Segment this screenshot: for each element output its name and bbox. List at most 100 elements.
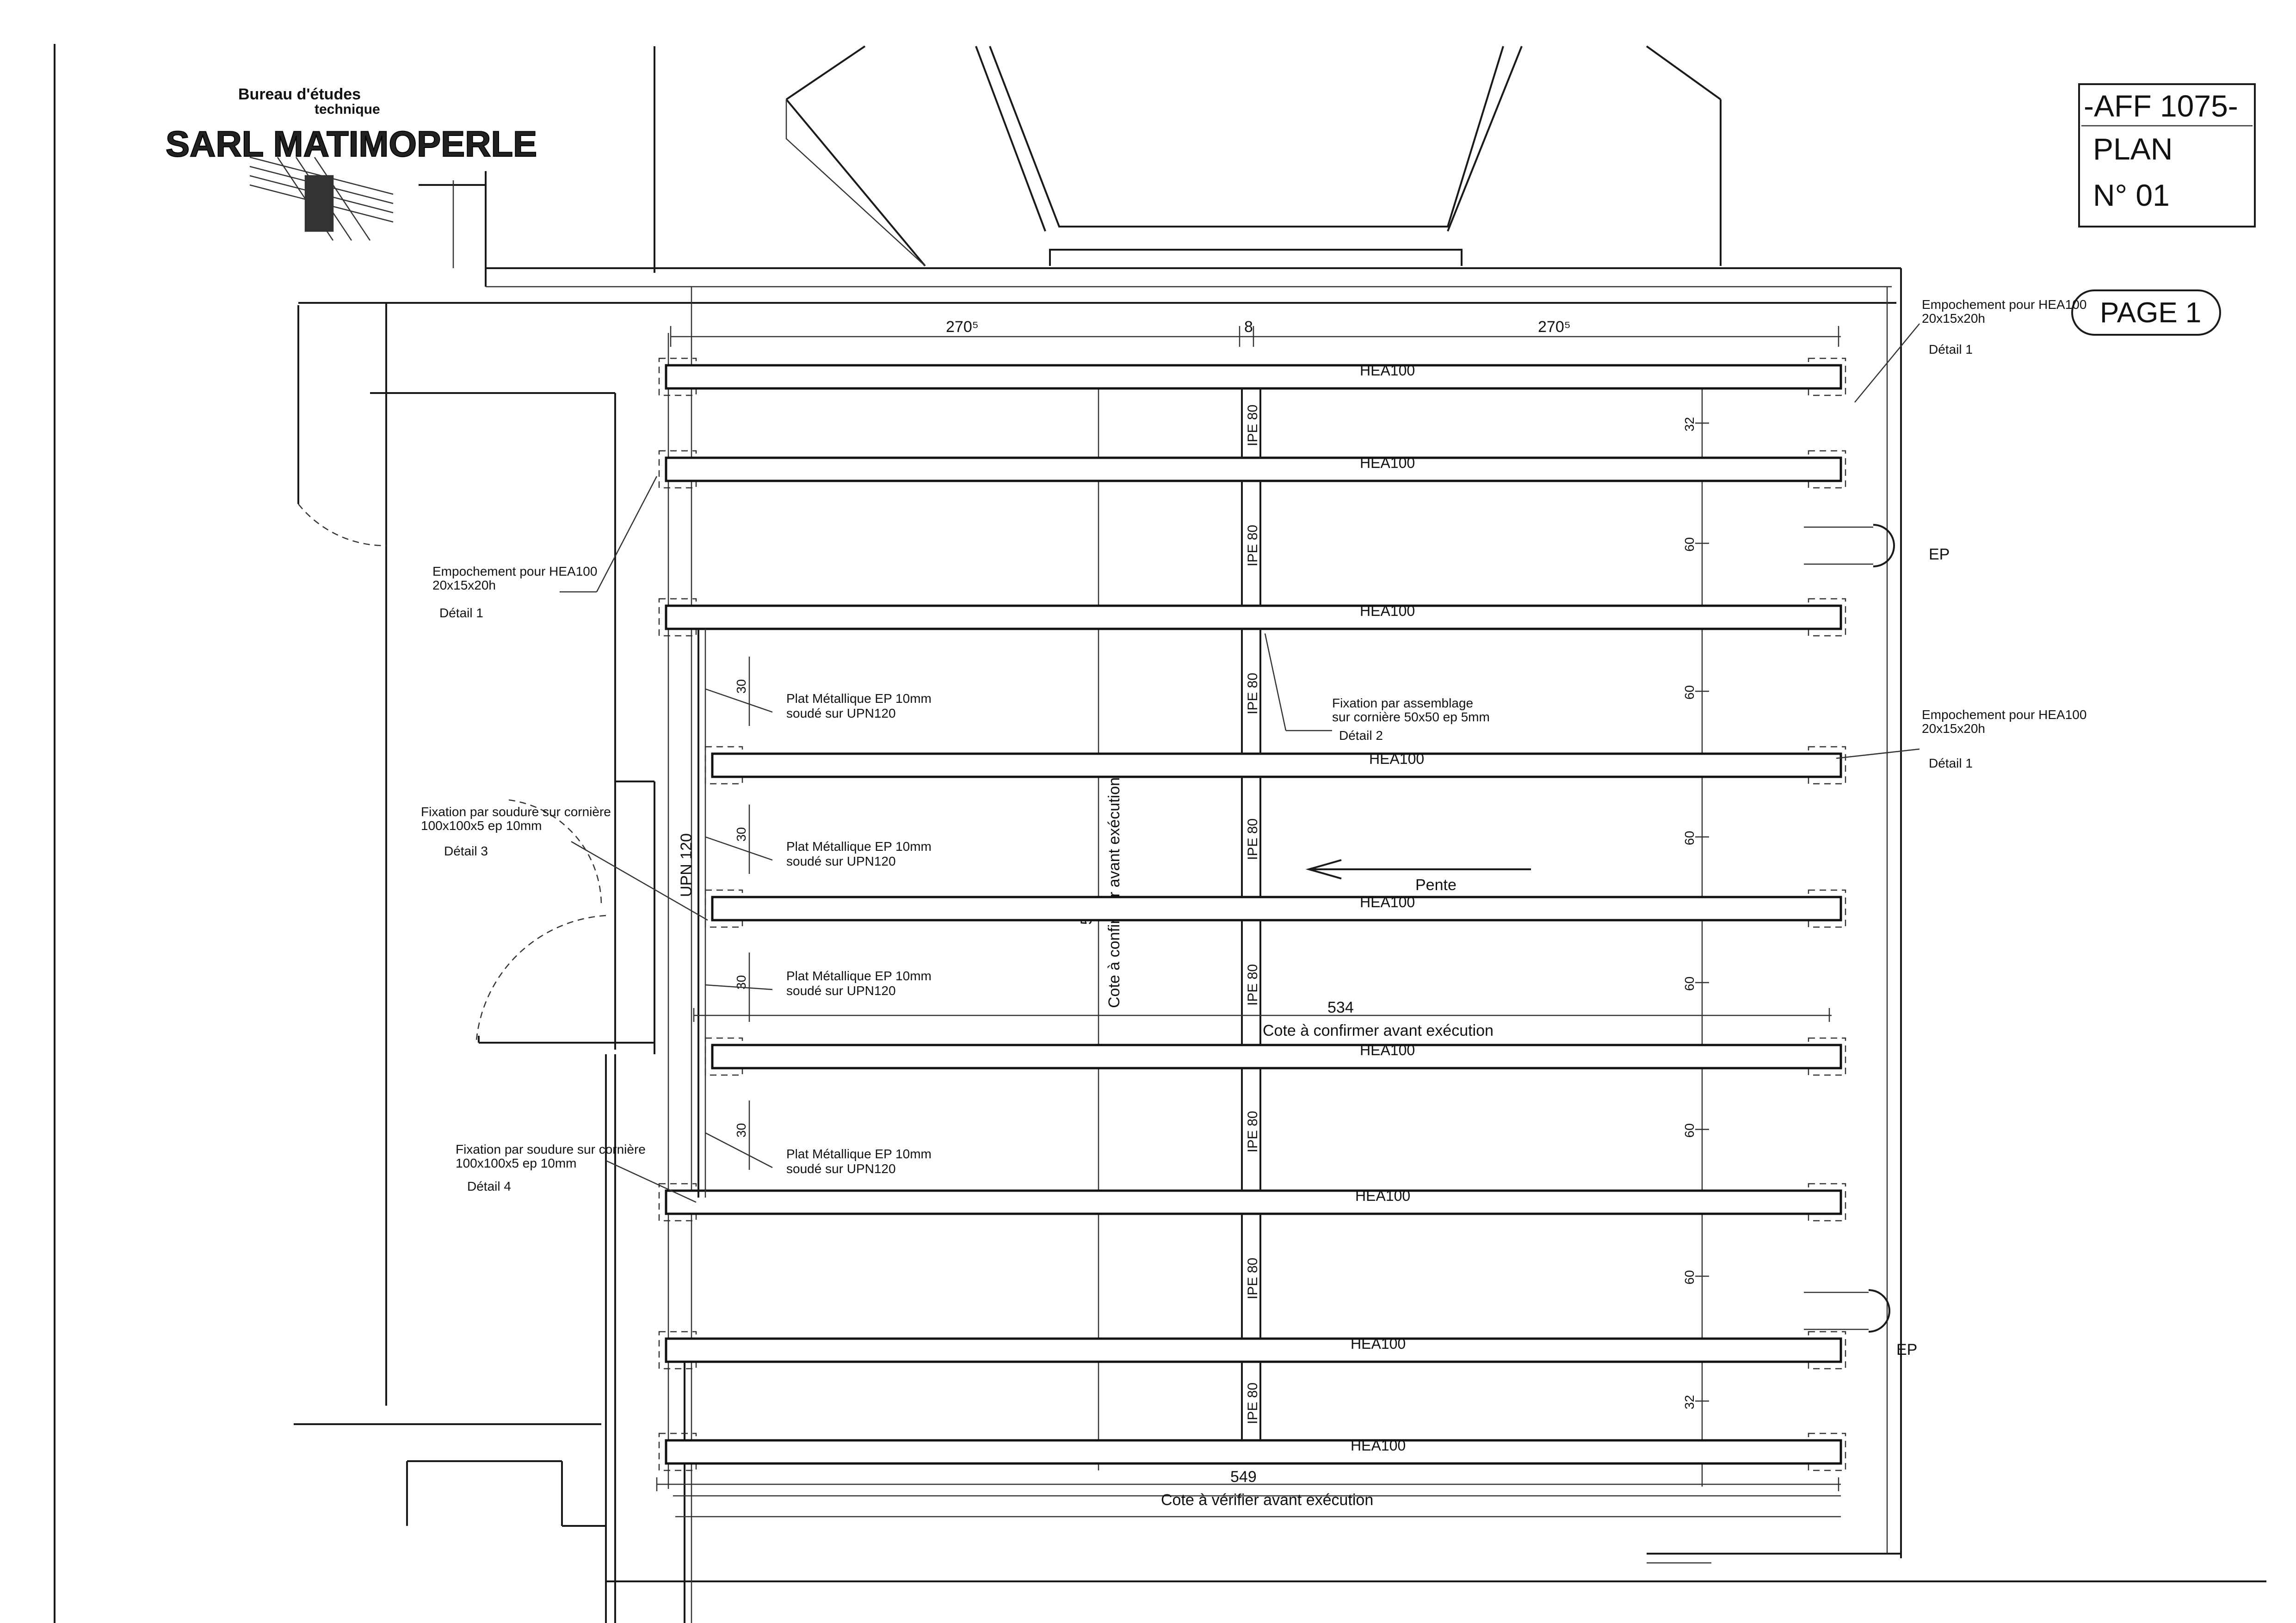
upn-label: UPN 120 xyxy=(678,833,695,897)
title-plan: PLAN xyxy=(2093,132,2173,166)
logo-line1: Bureau d'études xyxy=(238,86,361,103)
dim-534-note: Cote à confirmer avant exécution xyxy=(1263,1022,1494,1039)
ipe80-joist: IPE 80 xyxy=(1241,481,1261,606)
hea100-beam: HEA100 xyxy=(704,889,1846,928)
dim-534: 534 xyxy=(1327,999,1354,1016)
frame xyxy=(667,333,1841,1518)
ipe-label: IPE 80 xyxy=(1245,1258,1260,1299)
weld3-l1: Fixation par soudure sur cornière xyxy=(421,805,611,819)
empoch-mr-title: Empochement pour HEA100 xyxy=(1922,707,2086,722)
beam-label: HEA100 xyxy=(1351,1335,1406,1352)
beam-body xyxy=(711,752,1842,778)
ipe80-joist: IPE 80 xyxy=(1241,920,1261,1045)
downpipe-top: EP xyxy=(1804,524,1950,567)
beam-label: HEA100 xyxy=(1351,1437,1406,1454)
spacing-label: 32 xyxy=(1682,417,1697,431)
weld4-l1: Fixation par soudure sur cornière xyxy=(456,1142,646,1156)
weld4-l2: 100x100x5 ep 10mm xyxy=(456,1156,577,1170)
plate-l1: Plat Métallique EP 10mm xyxy=(786,969,932,983)
dim-514-note: Cote à confirmer avant exécution xyxy=(1105,777,1123,1008)
beam-label: HEA100 xyxy=(1360,602,1415,619)
dim-549-note: Cote à vérifier avant exécution xyxy=(1161,1491,1373,1509)
plate-spacing: 30 xyxy=(734,827,748,842)
ep-label-bottom: EP xyxy=(1896,1341,1917,1359)
plate-l2: soudé sur UPN120 xyxy=(786,854,896,868)
beam-label: HEA100 xyxy=(1355,1187,1410,1204)
plate-l1: Plat Métallique EP 10mm xyxy=(786,691,932,706)
beam-body xyxy=(711,1044,1842,1070)
ipe80-joist: IPE 80 xyxy=(1241,1362,1261,1440)
hea100-beam: HEA100 xyxy=(658,357,1846,396)
beam-body xyxy=(665,604,1842,630)
ipe-label: IPE 80 xyxy=(1245,964,1260,1006)
hea100-beam: HEA100 xyxy=(658,598,1846,637)
title-ref: -AFF 1075- xyxy=(2084,89,2238,123)
spacing-label: 60 xyxy=(1682,1123,1697,1137)
ep-label-top: EP xyxy=(1929,546,1950,563)
ipe80-joist: IPE 80 xyxy=(1241,388,1261,458)
dim-top-mid: 8 xyxy=(1244,318,1253,336)
page-badge: PAGE 1 xyxy=(2071,289,2221,336)
ipe-label: IPE 80 xyxy=(1245,1111,1260,1152)
top-dimensions: 270⁵ 8 270⁵ xyxy=(670,318,1841,347)
plate-l2: soudé sur UPN120 xyxy=(786,984,896,998)
weld4-detail: Détail 4 xyxy=(467,1179,511,1193)
spacing-label: 60 xyxy=(1682,831,1697,845)
hea100-beam: HEA100 xyxy=(704,1037,1846,1076)
beam-body xyxy=(665,1337,1842,1363)
hea100-beam: HEA100 xyxy=(704,746,1846,785)
empoch-tr-title: Empochement pour HEA100 xyxy=(1922,297,2086,312)
assembly-l1: Fixation par assemblage xyxy=(1332,696,1473,710)
beam-label: HEA100 xyxy=(1360,894,1415,910)
plate-l2: soudé sur UPN120 xyxy=(786,706,896,720)
empoch-left-detail: Détail 1 xyxy=(439,606,483,620)
hea100-beam: HEA100 xyxy=(658,1432,1846,1471)
empoch-mr-detail: Détail 1 xyxy=(1929,756,1973,770)
spacing-label: 60 xyxy=(1682,685,1697,700)
ipe80-joist: IPE 80 xyxy=(1241,629,1261,754)
hea100-beams: HEA100HEA100HEA100HEA100HEA100HEA100HEA1… xyxy=(658,357,1846,1471)
right-dimension-chain: 1032106010601060106010601060103210 xyxy=(1682,370,1709,1487)
spacing-label: 60 xyxy=(1682,1270,1697,1285)
ipe-label: IPE 80 xyxy=(1245,1383,1260,1424)
slope-indicator: Pente xyxy=(1305,859,1531,894)
building-outline xyxy=(54,44,2266,1623)
ipe80-joists: IPE 80 IPE 80 IPE 80 IPE 80 IPE 80 IPE 80 IPE … xyxy=(1241,388,1261,1440)
plate-l1: Plat Métallique EP 10mm xyxy=(786,839,932,854)
annotation-weld-3: Fixation par soudure sur cornière 100x10… xyxy=(421,805,708,921)
empoch-left-dims: 20x15x20h xyxy=(432,578,496,592)
ipe-label: IPE 80 xyxy=(1245,405,1260,446)
hea100-beam: HEA100 xyxy=(658,1331,1846,1370)
weld3-l2: 100x100x5 ep 10mm xyxy=(421,818,542,833)
title-block: -AFF 1075- PLAN N° 01 xyxy=(2078,83,2256,227)
ipe-label: IPE 80 xyxy=(1245,673,1260,714)
plate-l2: soudé sur UPN120 xyxy=(786,1162,896,1176)
annotation-empochement-top-right: Empochement pour HEA100 20x15x20h Détail… xyxy=(1854,297,2086,403)
beam-body xyxy=(665,1439,1842,1465)
ipe80-joist: IPE 80 xyxy=(1241,1214,1261,1339)
logo-company: SARL MATIMOPERLE xyxy=(166,123,537,164)
empoch-tr-detail: Détail 1 xyxy=(1929,342,1973,357)
empoch-tr-dims: 20x15x20h xyxy=(1922,311,1985,326)
logo-line2: technique xyxy=(315,102,380,117)
beam-body xyxy=(711,896,1842,922)
hea100-beam: HEA100 xyxy=(658,450,1846,489)
spacing-label: 32 xyxy=(1682,1395,1697,1409)
beam-label: HEA100 xyxy=(1360,1042,1415,1058)
plate-l1: Plat Métallique EP 10mm xyxy=(786,1147,932,1161)
beam-label: HEA100 xyxy=(1360,455,1415,471)
annotation-weld-4: Fixation par soudure sur cornière 100x10… xyxy=(456,1142,697,1203)
weld3-detail: Détail 3 xyxy=(444,844,488,858)
horizontal-534-dimension: 534 Cote à confirmer avant exécution xyxy=(693,999,1832,1039)
beam-label: HEA100 xyxy=(1369,750,1424,767)
beam-body xyxy=(665,1189,1842,1215)
ipe80-joist: IPE 80 xyxy=(1241,1068,1261,1191)
beam-body xyxy=(665,364,1842,390)
annotation-assembly: Fixation par assemblage sur cornière 50x… xyxy=(1264,633,1490,743)
upn120-channel: UPN 120 xyxy=(678,629,706,1198)
